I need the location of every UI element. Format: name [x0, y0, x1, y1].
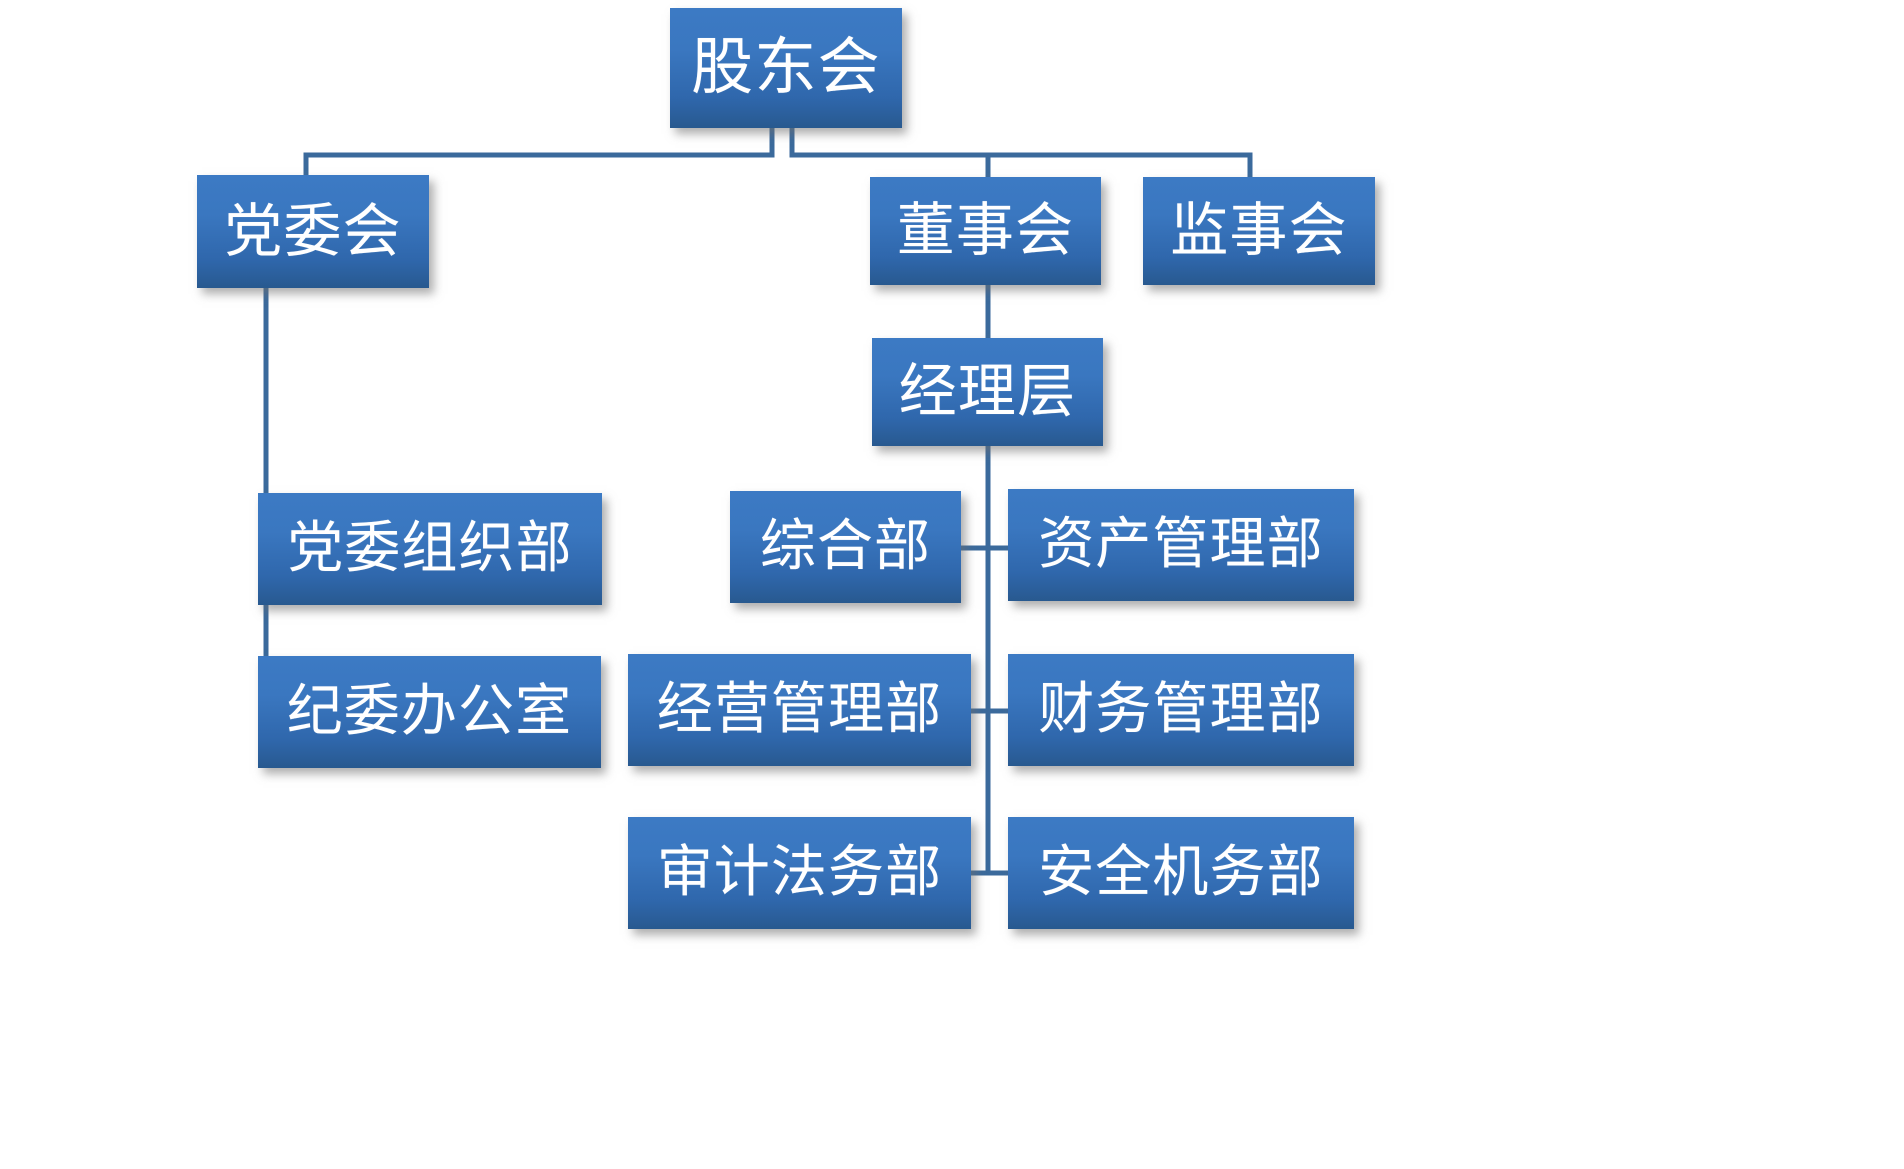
org-node-discipline-office[interactable]: 纪委办公室: [258, 656, 601, 768]
org-node-label-management-layer: 经理层: [898, 359, 1077, 424]
org-node-board-of-supervisors[interactable]: 监事会: [1143, 177, 1375, 285]
org-node-party-committee[interactable]: 党委会: [197, 175, 429, 288]
org-node-safety-machinery-dept[interactable]: 安全机务部: [1008, 817, 1354, 929]
org-node-label-board-of-supervisors: 监事会: [1170, 198, 1348, 263]
org-node-operations-mgmt-dept[interactable]: 经营管理部: [628, 654, 971, 766]
org-node-label-operations-mgmt-dept: 经营管理部: [656, 679, 943, 741]
org-node-label-audit-legal-dept: 审计法务部: [656, 842, 943, 904]
org-node-party-org-dept[interactable]: 党委组织部: [258, 493, 602, 605]
org-node-asset-mgmt-dept[interactable]: 资产管理部: [1008, 489, 1354, 601]
edge-shareholders-trunk-right: [792, 152, 991, 177]
org-node-audit-legal-dept[interactable]: 审计法务部: [628, 817, 971, 929]
org-node-label-party-org-dept: 党委组织部: [287, 518, 573, 580]
org-node-label-asset-mgmt-dept: 资产管理部: [1038, 514, 1324, 576]
org-node-label-board-of-directors: 董事会: [896, 198, 1075, 263]
org-node-label-safety-machinery-dept: 安全机务部: [1038, 842, 1324, 904]
org-node-management-layer[interactable]: 经理层: [872, 338, 1103, 446]
org-node-shareholders[interactable]: 股东会: [670, 8, 902, 128]
org-node-label-discipline-office: 纪委办公室: [286, 681, 573, 743]
org-node-label-party-committee: 党委会: [224, 198, 402, 264]
edge-shareholders-to-board: [789, 128, 1253, 177]
edge-shareholders-to-party-committee: [303, 128, 775, 175]
org-node-label-general-affairs-dept: 综合部: [759, 516, 932, 578]
org-node-board-of-directors[interactable]: 董事会: [870, 177, 1101, 285]
org-node-label-shareholders: 股东会: [691, 34, 881, 102]
org-node-general-affairs-dept[interactable]: 综合部: [730, 491, 961, 603]
org-node-label-finance-mgmt-dept: 财务管理部: [1038, 679, 1324, 741]
org-node-finance-mgmt-dept[interactable]: 财务管理部: [1008, 654, 1354, 766]
